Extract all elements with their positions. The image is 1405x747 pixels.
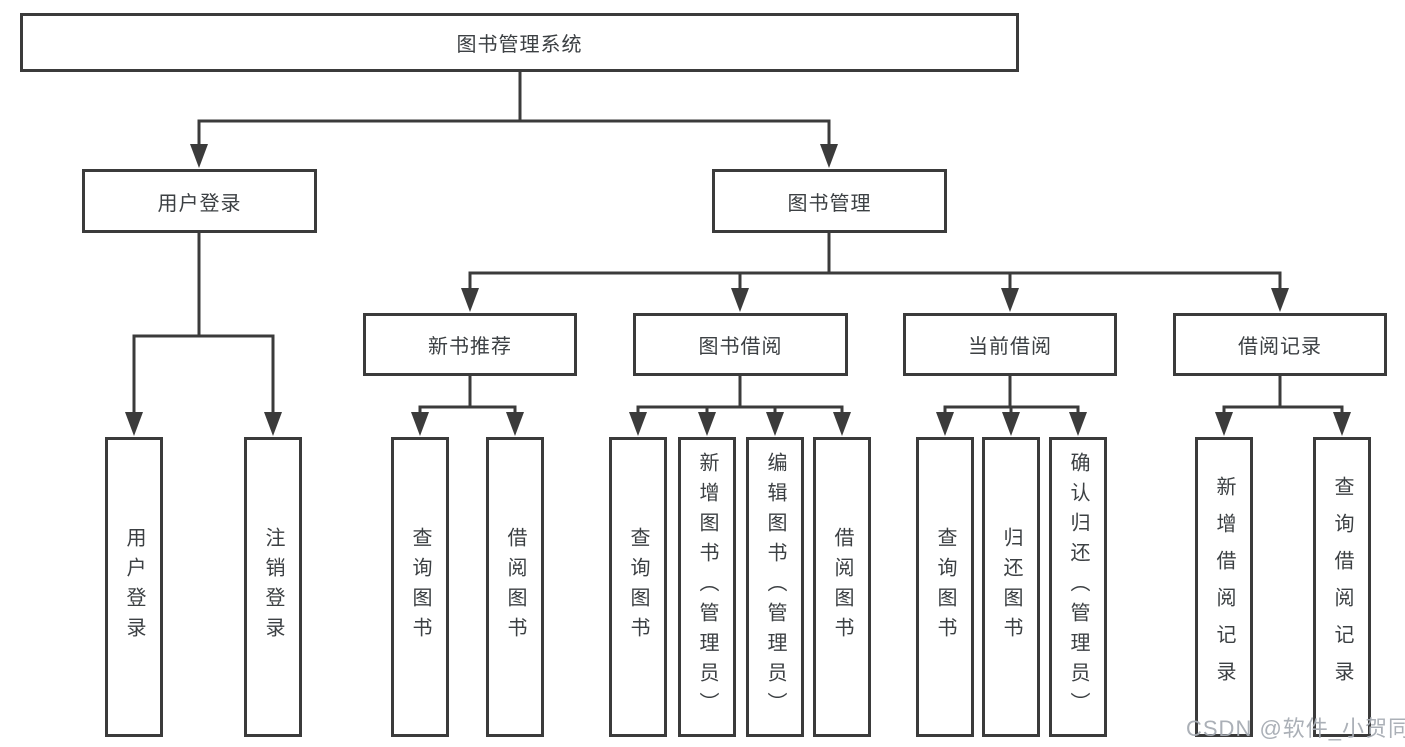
node-new-book-recommend: 新书推荐 <box>363 313 577 376</box>
leaf-borrow-books-2-label: 借阅图书 <box>831 527 853 647</box>
leaf-query-books-recommend: 查询图书 <box>391 437 449 737</box>
leaf-return-book: 归还图书 <box>982 437 1040 737</box>
leaf-query-books-borrow-label: 查询图书 <box>627 527 649 647</box>
leaf-borrow-books-recommend: 借阅图书 <box>486 437 544 737</box>
leaf-query-books-current-label: 查询图书 <box>934 527 956 647</box>
leaf-add-borrow-record: 新增借阅记录 <box>1195 437 1253 737</box>
node-user-login: 用户登录 <box>82 169 317 233</box>
leaf-add-book-admin: 新增图书（管理员） <box>678 437 736 737</box>
node-book-management: 图书管理 <box>712 169 947 233</box>
leaf-confirm-return-admin-label: 确认归还（管理员） <box>1067 452 1089 722</box>
node-borrow-records: 借阅记录 <box>1173 313 1387 376</box>
leaf-user-login-label: 用户登录 <box>123 527 145 647</box>
node-current-borrow-label: 当前借阅 <box>968 336 1052 358</box>
leaf-edit-book-admin: 编辑图书（管理员） <box>746 437 804 737</box>
node-current-borrow: 当前借阅 <box>903 313 1117 376</box>
leaf-borrow-books-2: 借阅图书 <box>813 437 871 737</box>
watermark: CSDN @软件_小贺同学 <box>1186 716 1405 741</box>
leaf-query-books-current: 查询图书 <box>916 437 974 737</box>
leaf-return-book-label: 归还图书 <box>1000 527 1022 647</box>
node-root: 图书管理系统 <box>20 13 1019 72</box>
leaf-borrow-books-recommend-label: 借阅图书 <box>504 527 526 647</box>
node-book-management-label: 图书管理 <box>787 192 872 215</box>
node-book-borrow-label: 图书借阅 <box>698 336 783 358</box>
leaf-add-borrow-record-label: 新增借阅记录 <box>1213 476 1235 698</box>
arrowheads <box>125 144 1351 436</box>
leaf-logout-label: 注销登录 <box>262 527 284 647</box>
node-new-book-recommend-label: 新书推荐 <box>428 336 512 358</box>
leaf-query-books-borrow: 查询图书 <box>609 437 667 737</box>
leaf-user-login: 用户登录 <box>105 437 163 737</box>
leaf-query-books-recommend-label: 查询图书 <box>409 527 431 647</box>
leaf-confirm-return-admin: 确认归还（管理员） <box>1049 437 1107 737</box>
node-root-label: 图书管理系统 <box>456 34 583 56</box>
leaf-query-borrow-record-label: 查询借阅记录 <box>1331 476 1353 698</box>
leaf-add-book-admin-label: 新增图书（管理员） <box>696 452 718 722</box>
leaf-logout: 注销登录 <box>244 437 302 737</box>
node-borrow-records-label: 借阅记录 <box>1238 336 1322 358</box>
node-user-login-label: 用户登录 <box>157 192 242 215</box>
node-book-borrow: 图书借阅 <box>633 313 848 376</box>
leaf-edit-book-admin-label: 编辑图书（管理员） <box>764 452 786 722</box>
leaf-query-borrow-record: 查询借阅记录 <box>1313 437 1371 737</box>
